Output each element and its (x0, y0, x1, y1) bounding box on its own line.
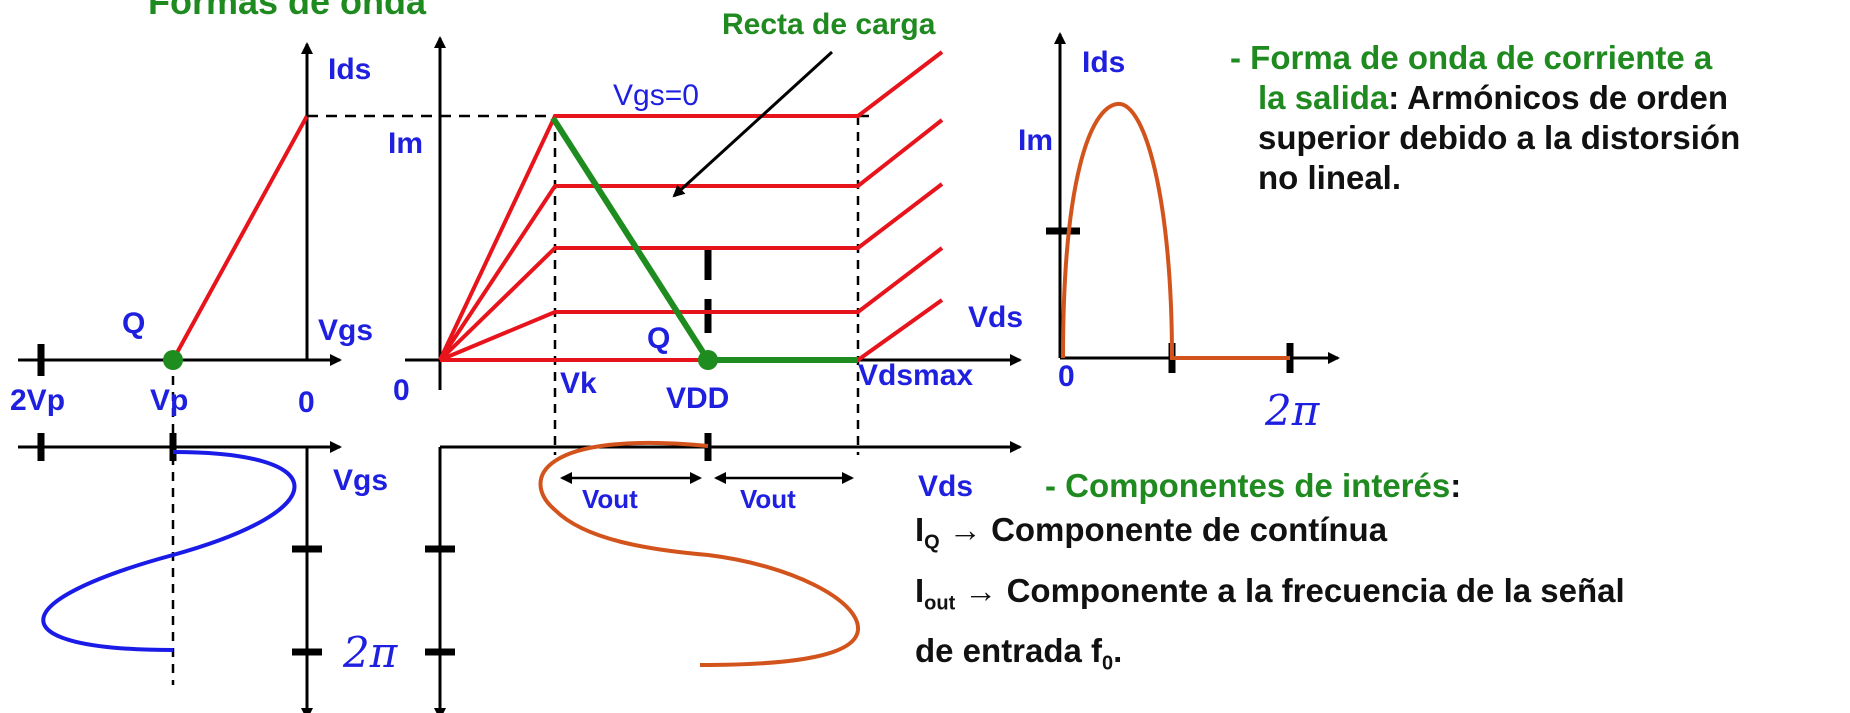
components-heading: - Componentes de interés (1045, 467, 1451, 504)
output-voltage-wave (538, 440, 861, 667)
q-label-mid: Q (647, 322, 670, 355)
note-line2: superior debido a la distorsión (1258, 119, 1741, 156)
vout-label-left: Vout (582, 484, 638, 514)
zero-label-mid: 0 (393, 374, 410, 407)
recta-de-carga-label: Recta de carga (722, 8, 936, 41)
q-label-left: Q (122, 307, 145, 340)
ids-label-right: Ids (1082, 46, 1125, 79)
drain-curve-vgs0 (438, 50, 944, 361)
transfer-panel: Ids Q Vgs Vgs 2Vp Vp 0 2π (10, 42, 399, 713)
iout-description: → Componente a la frecuencia de la señal (955, 571, 1625, 609)
output-current-panel: Ids Im 0 2π (1018, 32, 1340, 435)
vdd-label: VDD (666, 382, 729, 415)
vout-label-right: Vout (740, 484, 796, 514)
im-label-right: Im (1018, 124, 1053, 157)
iq-subscript: Q (924, 531, 940, 554)
vgs-label-lower: Vgs (333, 464, 388, 497)
components-colon: : (1450, 467, 1462, 504)
note-line3: no lineal. (1258, 159, 1402, 196)
transfer-curve (171, 115, 309, 361)
drain-curve-2 (438, 118, 944, 362)
iq-symbol: I (915, 511, 925, 548)
iq-description: → Componente de contínua (939, 511, 1388, 548)
vds-label: Vds (968, 301, 1023, 334)
vds-label-lower: Vds (918, 470, 973, 503)
note-salida: la salida (1258, 79, 1389, 116)
title: Formas de onda (148, 0, 427, 22)
two-vp-label: 2Vp (10, 384, 65, 417)
zero-label-right: 0 (1058, 360, 1075, 393)
vp-label: Vp (150, 384, 188, 417)
iout-subscript: out (924, 592, 956, 615)
ids-label-left: Ids (328, 53, 371, 86)
vgs0-label: Vgs=0 (613, 79, 699, 112)
vdsmax-label: Vdsmax (858, 359, 973, 392)
output-current-pulse (1061, 101, 1290, 360)
components-note: - Componentes de interés: IQ → Component… (915, 466, 1835, 684)
f0-end: . (1113, 632, 1123, 670)
drain-curve-3 (438, 182, 944, 362)
two-pi-label-left: 2π (342, 628, 399, 677)
vgs-label: Vgs (318, 314, 373, 347)
vk-label: Vk (560, 367, 597, 400)
zero-label-left: 0 (298, 386, 315, 419)
output-characteristics-panel: Recta de carga Vgs=0 Im Q 0 Vk VDD Vdsma… (307, 8, 1023, 713)
q-point-output (698, 350, 718, 370)
iout-symbol: I (915, 571, 925, 609)
im-label-mid: Im (388, 127, 423, 160)
note-heading: - Forma de onda de corriente a (1230, 39, 1713, 76)
input-voltage-wave (41, 450, 297, 652)
recta-arrow (672, 50, 834, 198)
note-line1: : Armónicos de orden (1388, 79, 1729, 116)
drain-curve-4 (439, 246, 944, 362)
output-waveform-note: - Forma de onda de corriente a la salida… (1230, 38, 1830, 198)
two-pi-label-right: 2π (1264, 386, 1321, 435)
f0-text: de entrada f (915, 632, 1103, 670)
f0-subscript: 0 (1102, 652, 1114, 675)
q-point-transfer (163, 350, 183, 370)
